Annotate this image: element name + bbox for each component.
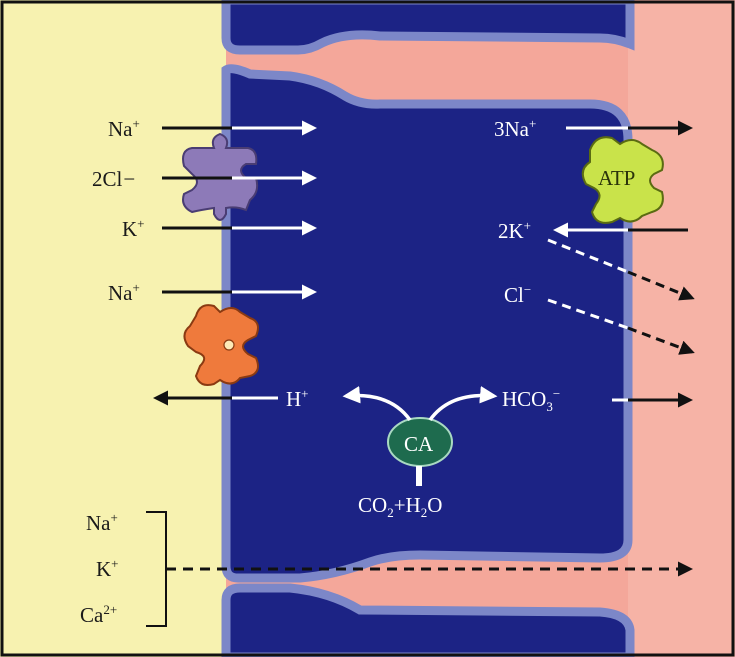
cl-leak-arrow-black bbox=[627, 326, 695, 355]
label-cl: Cl− bbox=[504, 282, 531, 307]
right-stripe bbox=[628, 0, 735, 657]
label-h: H+ bbox=[286, 386, 309, 411]
bottom-neighbor-cell bbox=[221, 583, 635, 657]
k-leak-arrow-black bbox=[627, 270, 695, 301]
nhe-exchanger bbox=[183, 304, 259, 386]
label-atp: ATP bbox=[598, 166, 635, 190]
ca-to-h-arrow bbox=[342, 386, 412, 422]
label-ca: CA bbox=[404, 432, 434, 456]
top-neighbor-cell bbox=[221, 0, 635, 55]
label-para-k: K+ bbox=[96, 556, 119, 581]
label-co2-h2o: CO2+H2O bbox=[358, 493, 442, 520]
main-cell bbox=[221, 64, 633, 583]
ca-to-hco3-arrow bbox=[428, 386, 498, 422]
label-para-na: Na+ bbox=[86, 510, 118, 535]
label-3na: 3Na+ bbox=[494, 116, 536, 141]
label-na-mid: Na+ bbox=[108, 280, 140, 305]
label-hco3: HCO3− bbox=[502, 386, 560, 414]
label-para-ca: Ca2+ bbox=[80, 602, 117, 627]
label-k: K+ bbox=[122, 216, 145, 241]
label-na-top: Na+ bbox=[108, 116, 140, 141]
na-k-atpase bbox=[581, 136, 664, 224]
label-2k: 2K+ bbox=[498, 218, 531, 243]
carbonic-anhydrase bbox=[387, 417, 453, 486]
label-2cl: 2Cl− bbox=[92, 167, 135, 191]
